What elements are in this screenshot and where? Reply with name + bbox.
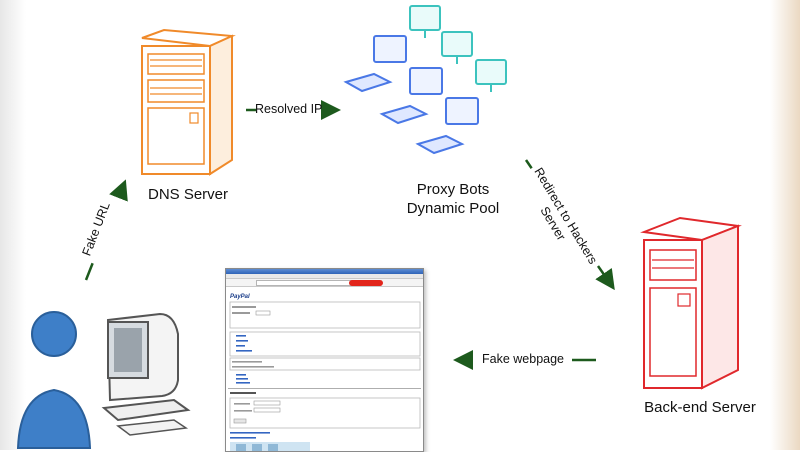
fake-page-content [228,301,421,451]
left-edge-shade [0,0,26,450]
backend-server-icon [640,216,742,390]
fake-paypal-webpage: PayPal [225,268,424,452]
proxy-bots-label-line1: Proxy Bots [416,181,490,198]
dns-server-label: DNS Server [147,186,229,203]
browser-address-bar [226,279,423,287]
arrow-fake-url [84,179,128,281]
user-workstation-icon [16,311,191,449]
highlighted-url-marker [349,280,383,286]
browser-menu-bar [226,274,423,279]
fake-webpage-label: Fake webpage [482,352,565,366]
proxy-bots-pool-icon [343,5,507,155]
arrow-fake-url-head [118,183,126,195]
arrow-redirect-tail [596,265,614,287]
proxy-bots-label: Proxy Bots Dynamic Pool [388,180,518,218]
resolved-ip-label: Resolved IP [255,102,323,116]
browser-title-bar [226,269,423,274]
proxy-bots-label-line2: Dynamic Pool [406,200,500,217]
backend-server-label: Back-end Server [644,399,756,416]
right-edge-shade [770,0,800,450]
dns-server-icon [141,28,236,176]
paypal-logo: PayPal [230,294,250,300]
